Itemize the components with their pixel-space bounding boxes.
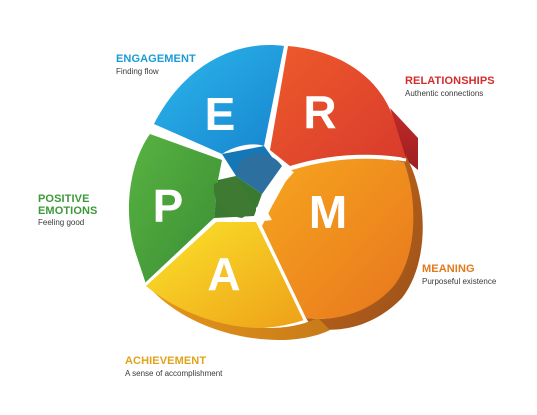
- meaning-label: MEANING Purposeful existence: [422, 263, 497, 286]
- engagement-title: ENGAGEMENT: [116, 53, 196, 65]
- meaning-segment: M: [262, 158, 414, 319]
- relationships-subtitle: Authentic connections: [405, 88, 484, 98]
- positive-emotions-subtitle: Feeling good: [38, 218, 85, 228]
- positive-emotions-letter: P: [153, 180, 184, 232]
- relationships-letter: R: [303, 86, 336, 138]
- engagement-subtitle: Finding flow: [116, 66, 159, 76]
- engagement-label: ENGAGEMENT Finding flow: [116, 53, 196, 76]
- achievement-label: ACHIEVEMENT A sense of accomplishment: [125, 355, 223, 378]
- meaning-side-wall: [306, 156, 423, 330]
- meaning-letter: M: [309, 186, 347, 238]
- relationships-segment: R: [270, 46, 406, 166]
- meaning-subtitle: Purposeful existence: [422, 276, 497, 286]
- center-hub: [213, 153, 294, 222]
- engagement-letter: E: [205, 88, 236, 140]
- relationships-label: RELATIONSHIPS Authentic connections: [405, 75, 495, 98]
- achievement-letter: A: [207, 248, 240, 300]
- positive-emotions-title: POSITIVE EMOTIONS: [38, 193, 98, 217]
- achievement-subtitle: A sense of accomplishment: [125, 368, 223, 378]
- achievement-title: ACHIEVEMENT: [125, 355, 207, 367]
- relationships-side-wall: [390, 108, 418, 170]
- relationships-title: RELATIONSHIPS: [405, 75, 495, 87]
- meaning-title: MEANING: [422, 263, 475, 275]
- achievement-segment: A: [146, 222, 304, 328]
- positive-emotions-label: POSITIVE EMOTIONS Feeling good: [38, 193, 98, 228]
- segment-dividers: [144, 43, 407, 323]
